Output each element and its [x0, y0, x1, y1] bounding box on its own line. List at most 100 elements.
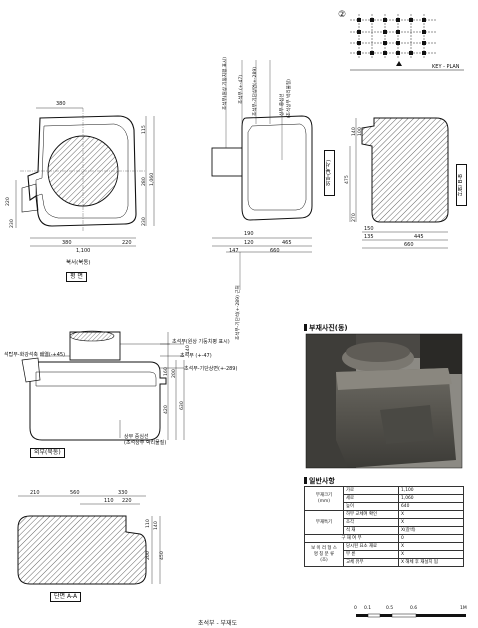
footer-text: 초석부 - 부재도 [198, 620, 238, 627]
section-bb-drawing [349, 117, 449, 249]
table-cell: 0 [398, 534, 464, 543]
scale-tick-4: 1M [460, 606, 467, 611]
bb-dim-left-3: 475 [345, 175, 350, 184]
side-dim-4: 147 [229, 248, 239, 254]
plan-dim-top: 380 [56, 101, 66, 107]
elevation-drawing [21, 330, 185, 441]
table-cell: 조각 [343, 518, 399, 527]
table-cell: 보 이 러 형 스 명 칭 분 류 (조) [304, 542, 344, 567]
bb-dim-left-2: 100 [358, 127, 363, 136]
plan-dim-right-2: 280 [142, 177, 147, 186]
table-cell: 하부 교체여 확인 [343, 510, 399, 519]
plan-dim-right-1: 115 [142, 125, 147, 134]
general-table: 부재크기 (mm) 가로 1,100 세로 1,060 높이 640 부재특기 … [304, 486, 464, 567]
scale-tick-2: 0.5 [386, 606, 394, 611]
plan-dim-left-2: 230 [10, 219, 15, 228]
side-dim-5: 660 [270, 248, 280, 254]
photo-placeholder [305, 333, 463, 469]
table-cell: 부 륜 [343, 550, 399, 559]
plan-title: 평 면 [66, 272, 87, 282]
elev-dim-5: 630 [180, 401, 185, 410]
elev-bottom-callout-1: 상부 중심선 [124, 434, 149, 440]
elev-callout-2: 초석부 (+-47) [180, 353, 212, 359]
side-callout-2: 초석부 (+-47) [239, 74, 244, 104]
key-plan-columns [357, 18, 426, 66]
table-row: 교체 유무 X 해체 후 재설치 됨 [305, 558, 464, 567]
elev-callout-1: 초석부(원상 기둥치평 표시) [172, 339, 230, 345]
table-cell: X [398, 542, 464, 551]
bb-dim-left-4: 270 [352, 213, 357, 222]
table-cell: 교체 유무 [343, 558, 399, 567]
bb-dim-bottom-4: 660 [404, 242, 414, 248]
table-row: 보 이 러 형 스 명 칭 분 류 (조) 당시된 요소 재료 X [304, 542, 464, 567]
side-dim-2: 120 [244, 240, 254, 246]
side-callout-3: 초석부-기단상면(+-289) [253, 66, 258, 116]
table-cell: X(갈색) [398, 526, 464, 535]
elev-dim-4: 420 [164, 405, 169, 414]
aa-dim-top-1: 210 [30, 490, 40, 496]
plan-dim-bottom-2: 220 [122, 240, 132, 246]
aa-dim-right-4: 450 [160, 551, 165, 560]
elev-dim-3: 200 [172, 369, 177, 378]
side-view-drawing [211, 60, 313, 290]
scale-bar [356, 613, 466, 618]
scale-tick-1: 0.1 [364, 606, 372, 611]
elevation-title: 외부(북동) [30, 448, 65, 458]
bb-dim-bottom-1: 150 [364, 226, 374, 232]
table-row: 구 재 여 부 0 [304, 534, 464, 543]
side-dim-3: 465 [282, 240, 292, 246]
scale-tick-0: 0 [354, 606, 357, 611]
side-view-label: 외부(북서) [324, 150, 335, 196]
aa-dim-right-2: 140 [154, 521, 159, 530]
general-title: 일반사항 [304, 476, 335, 486]
table-row: 부재크기 (mm) 가로 1,100 [304, 486, 464, 511]
photo-title: 부재사진(동) [304, 323, 348, 333]
table-cell: 당시된 요소 재료 [343, 542, 399, 551]
table-cell: 높이 [343, 502, 399, 511]
section-aa-drawing [17, 495, 161, 585]
plan-dim-bottom-1: 380 [62, 240, 72, 246]
table-cell: 가로 [343, 486, 399, 495]
side-callout-4: 상부 중심선 [280, 93, 285, 116]
table-cell: X [398, 510, 464, 519]
bb-dim-left-1: 140 [352, 127, 357, 136]
table-cell: X 해체 후 재설치 됨 [398, 558, 464, 567]
key-plan-caption: KEY - PLAN [432, 64, 460, 70]
key-plan-marker: ② [338, 10, 347, 20]
section-bb-title: 단면 B-B [456, 164, 467, 206]
plan-dim-right-4: 230 [142, 217, 147, 226]
aa-dim-right-1: 110 [146, 519, 151, 528]
table-cell: 640 [398, 502, 464, 511]
table-cell: X [398, 550, 464, 559]
plan-dim-left-1: 220 [6, 197, 11, 206]
aa-dim-top2-1: 110 [104, 498, 114, 504]
side-callout-1: 초석부(원상 기둥치평 표시) [223, 57, 228, 110]
plan-dim-bottom-3: 1,100 [76, 248, 91, 254]
plan-sub-label: 북서(북동) [66, 260, 91, 266]
side-callout-bottom: 초석부-기단석(+-289) 근처 [236, 285, 241, 340]
table-cell: 부재특기 [304, 510, 344, 535]
aa-dim-right-3: 200 [146, 551, 151, 560]
table-cell: 1,060 [398, 494, 464, 503]
elev-dim-2: 160 [164, 367, 169, 376]
table-cell: 1,100 [398, 486, 464, 495]
aa-dim-top-3: 330 [118, 490, 128, 496]
side-dim-1: 190 [244, 231, 254, 237]
elev-bottom-callout-2: (초석상부 박리물질) [124, 440, 167, 446]
scale-tick-3: 0.6 [410, 606, 418, 611]
table-cell: 구 재 여 부 [304, 534, 399, 543]
elev-dim-1: 140 [186, 345, 191, 354]
elev-callout-3: 초석부-기단상면(+-289) [184, 366, 238, 372]
plan-dim-right-3: 1,060 [150, 172, 155, 186]
side-callout-5: (초석상부 박리물질) [287, 79, 292, 118]
table-cell: X [398, 518, 464, 527]
aa-dim-top-2: 560 [70, 490, 80, 496]
table-cell: 석 재 [343, 526, 399, 535]
table-cell: 세로 [343, 494, 399, 503]
bb-dim-bottom-3: 445 [414, 234, 424, 240]
bb-dim-bottom-2: 135 [364, 234, 374, 240]
table-row: 부재특기 하부 교체여 확인 X [304, 510, 464, 535]
plan-view-drawing [15, 107, 155, 247]
table-cell: 부재크기 (mm) [304, 486, 344, 511]
